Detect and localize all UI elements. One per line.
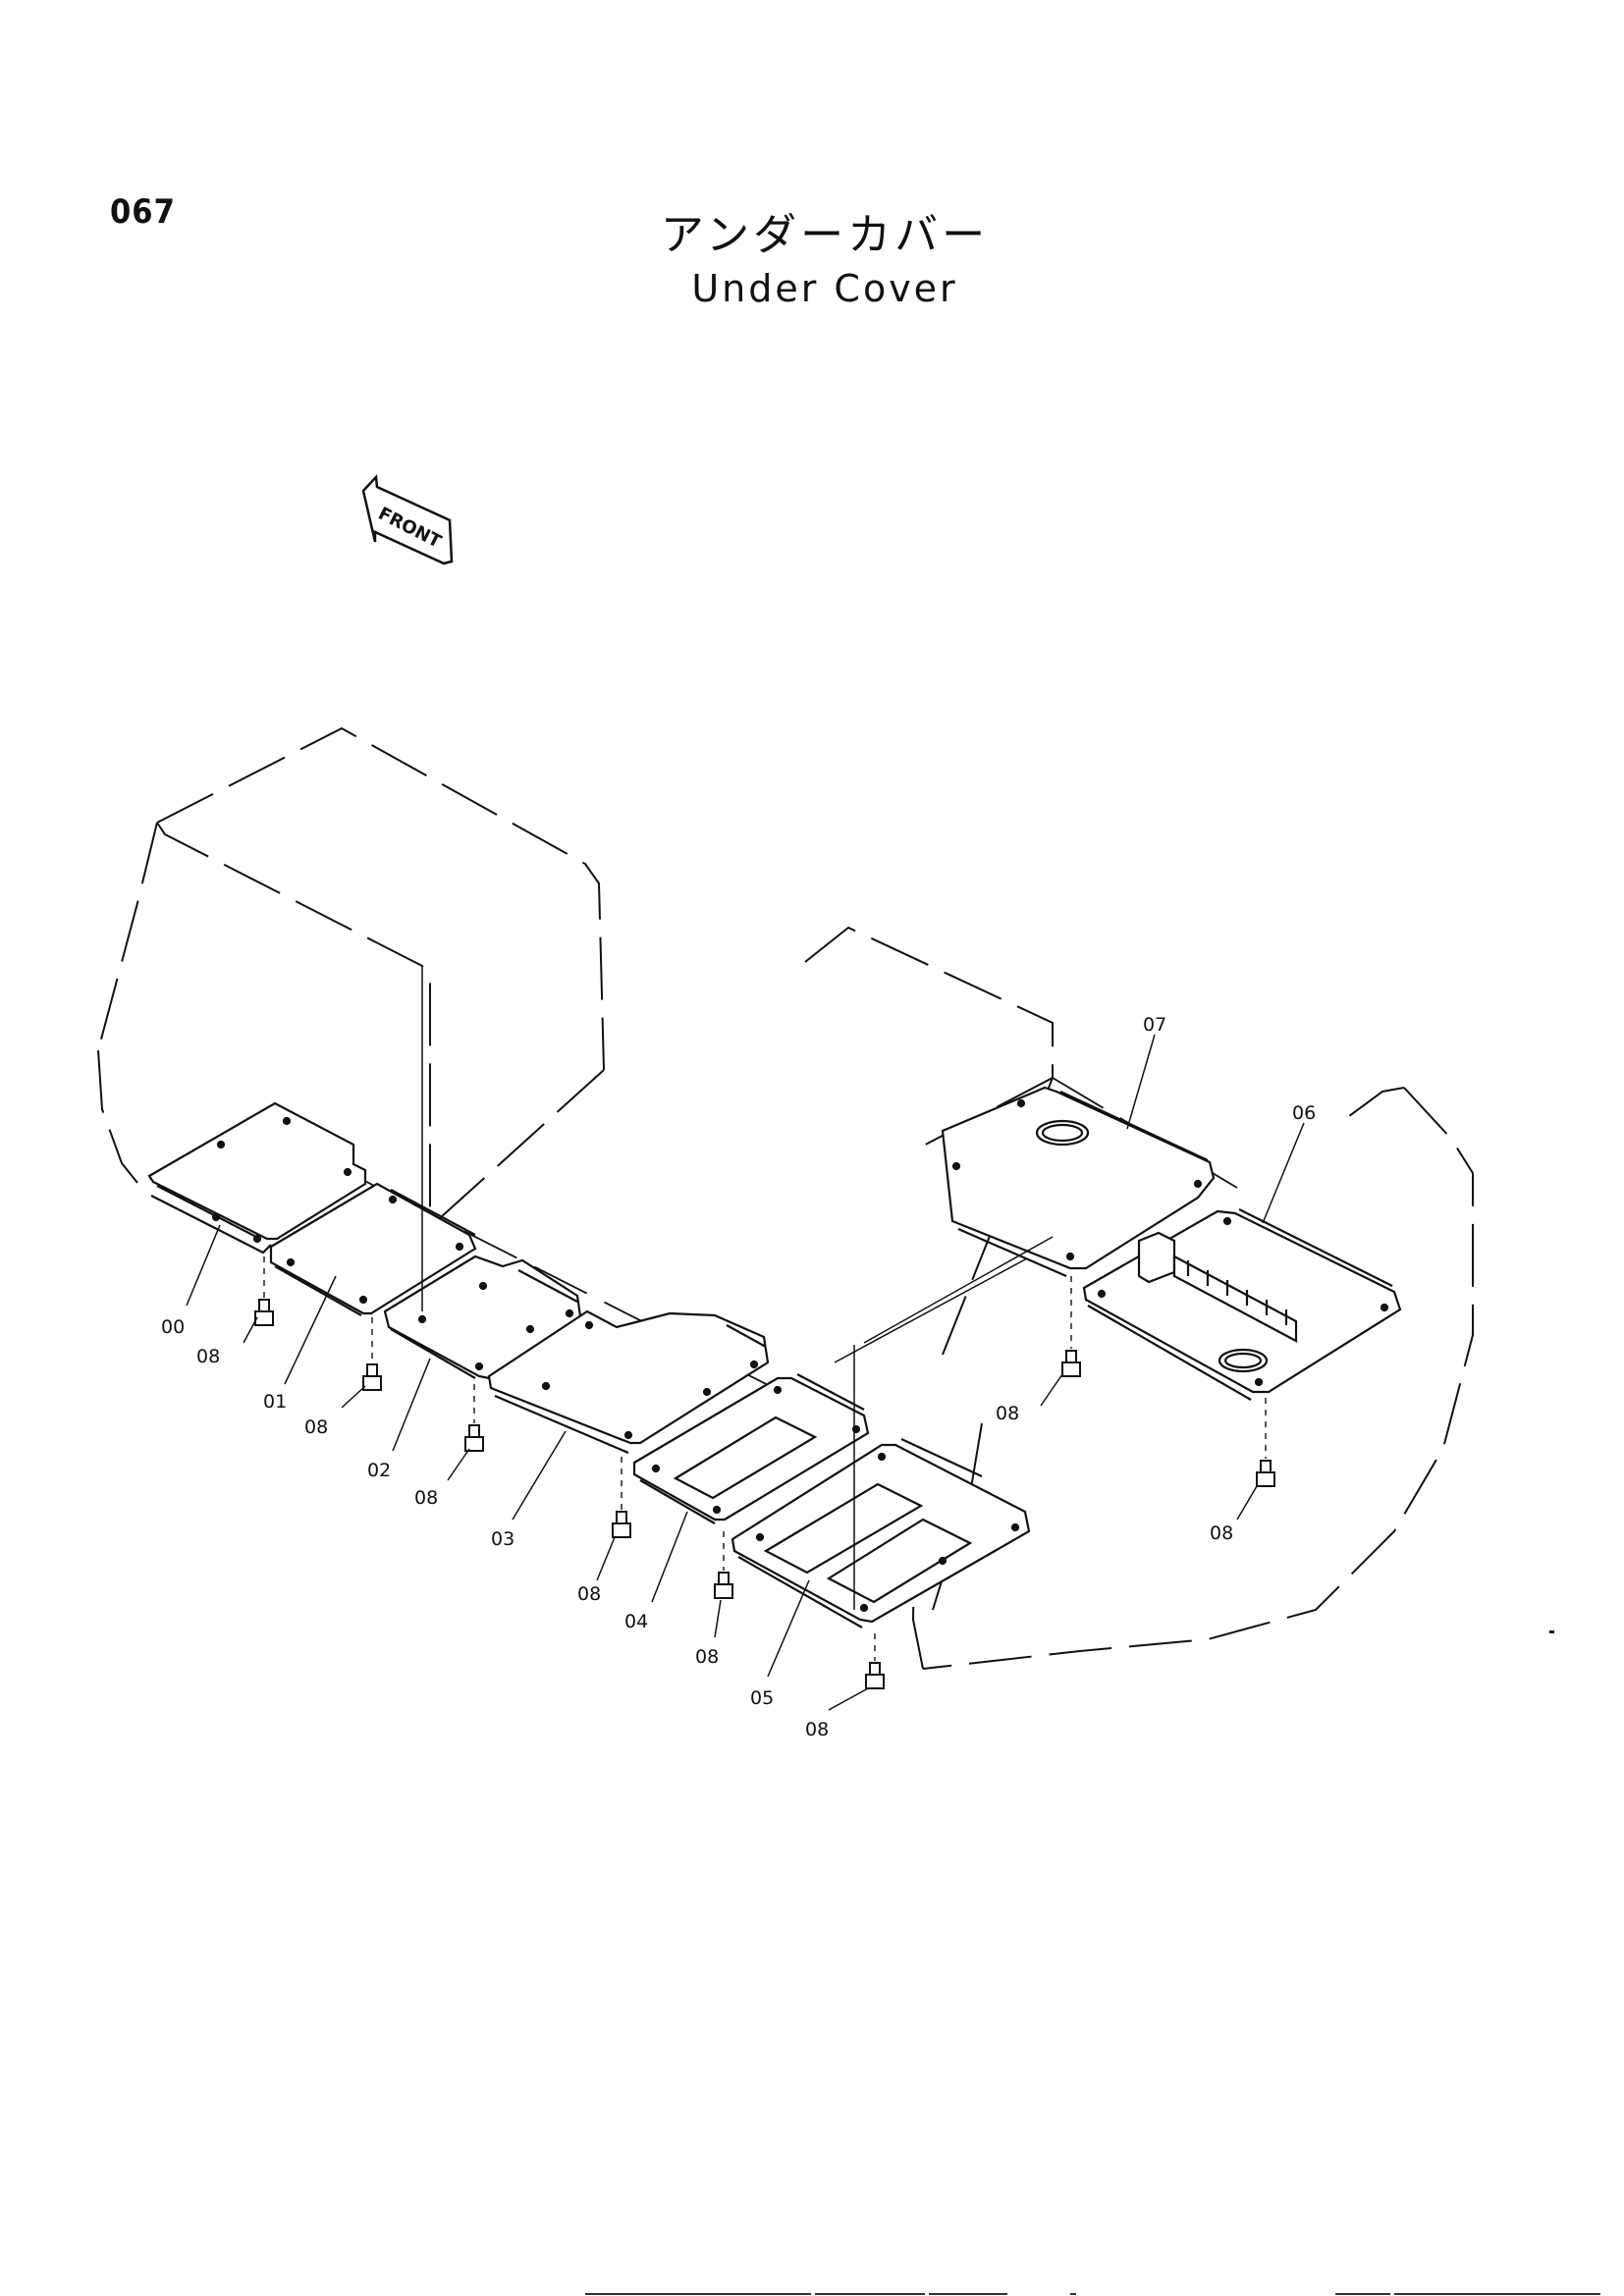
bolts xyxy=(254,1299,1275,1689)
cover-plate-03 xyxy=(487,1309,770,1455)
footer-strip xyxy=(579,2293,1600,2296)
callout-08-e: 08 xyxy=(695,1646,719,1668)
cover-plate-06 xyxy=(1082,1208,1402,1401)
title-english: Under Cover xyxy=(691,267,958,310)
callout-08-f: 08 xyxy=(805,1719,829,1740)
front-arrow-icon: FRONT xyxy=(361,474,454,565)
callouts: 00 01 02 03 04 05 06 07 08 08 08 08 08 0… xyxy=(161,1014,1316,1740)
page-number: 067 xyxy=(110,192,176,232)
callout-08-d: 08 xyxy=(577,1583,601,1605)
cover-plate-05 xyxy=(731,1438,1031,1629)
callout-01: 01 xyxy=(263,1391,287,1413)
callout-07: 07 xyxy=(1143,1014,1166,1036)
bolt-icon xyxy=(1256,1460,1275,1487)
callout-08-g: 08 xyxy=(996,1403,1019,1424)
bolt-icon xyxy=(612,1511,631,1538)
callout-05: 05 xyxy=(750,1687,774,1709)
stray-mark xyxy=(1549,1630,1554,1633)
callout-02: 02 xyxy=(367,1460,391,1481)
cover-plate-00 xyxy=(147,1101,367,1255)
callout-08-c: 08 xyxy=(414,1487,438,1509)
title-block: アンダーカバー Under Cover xyxy=(550,208,1100,314)
bolt-icon xyxy=(1061,1350,1081,1377)
bolt-icon xyxy=(865,1662,885,1689)
cover-plate-07 xyxy=(941,1086,1216,1278)
cover-plate-04 xyxy=(632,1373,870,1524)
bolt-icon xyxy=(714,1572,733,1599)
callout-08-a: 08 xyxy=(196,1346,220,1367)
bolt-icon xyxy=(362,1363,382,1391)
bolt-icon xyxy=(464,1424,484,1452)
title-japanese: アンダーカバー xyxy=(660,210,990,260)
callout-03: 03 xyxy=(491,1528,514,1550)
callout-08-b: 08 xyxy=(304,1416,328,1438)
callout-04: 04 xyxy=(624,1611,648,1632)
cover-plates xyxy=(147,1086,1402,1629)
callout-00: 00 xyxy=(161,1316,185,1338)
cover-plate-01 xyxy=(269,1182,477,1316)
bolt-icon xyxy=(254,1299,274,1326)
callout-06: 06 xyxy=(1292,1102,1316,1124)
callout-08-h: 08 xyxy=(1210,1522,1233,1544)
